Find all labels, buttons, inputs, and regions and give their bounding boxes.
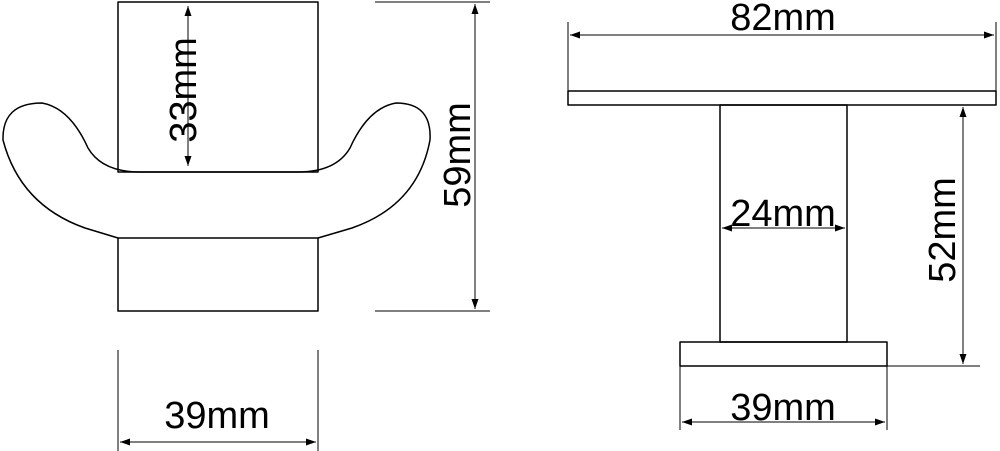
side-stem-height-label: 52mm	[922, 177, 964, 283]
side-base	[679, 341, 888, 367]
front-plate-bottom	[117, 237, 319, 312]
front-base-width-label: 39mm	[164, 395, 270, 437]
front-plate-top	[117, 1, 319, 173]
front-top-height-label: 33mm	[163, 37, 205, 143]
side-top-bar	[567, 90, 997, 106]
side-view: 82mm 24mm 52mm 39mm	[567, 0, 997, 430]
side-base-width-label: 39mm	[730, 387, 836, 429]
front-total-height-label: 59mm	[437, 102, 479, 208]
side-stem-width-label: 24mm	[730, 193, 836, 235]
front-hook-outline	[2, 102, 431, 239]
side-top-width-label: 82mm	[730, 0, 836, 39]
front-view: 33mm 59mm 39mm	[2, 1, 490, 451]
